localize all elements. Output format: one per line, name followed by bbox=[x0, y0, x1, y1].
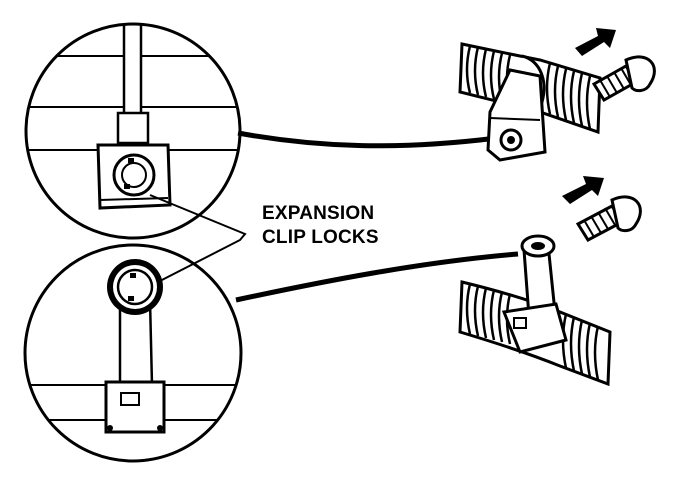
top-screw-head bbox=[624, 55, 656, 93]
top-clip-block-edge bbox=[489, 117, 541, 121]
bottom-clip-slot-3d bbox=[513, 317, 527, 329]
top-hose-ribs bbox=[465, 45, 592, 130]
top-detail-content bbox=[26, 24, 240, 210]
bottom-clip-rivet-2 bbox=[157, 425, 163, 431]
bottom-screw bbox=[575, 195, 642, 242]
bottom-clip-base-3d bbox=[501, 302, 568, 354]
top-clip-arm bbox=[122, 24, 143, 122]
callout-line-2: CLIP LOCKS bbox=[262, 227, 379, 248]
bottom-lock-tab-2 bbox=[128, 296, 134, 301]
bottom-clip-ring-inner bbox=[116, 268, 154, 306]
callout-pointer bbox=[149, 194, 247, 283]
bottom-hose-ribs bbox=[465, 283, 600, 381]
top-detail-circle bbox=[24, 22, 242, 240]
bottom-lock-tab-1 bbox=[130, 273, 136, 278]
expansion-clip-locks-callout: EXPANSION CLIP LOCKS bbox=[262, 202, 422, 250]
top-clip-neck bbox=[116, 111, 150, 145]
top-direction-arrow bbox=[575, 28, 616, 56]
bottom-detail-circle bbox=[23, 243, 243, 463]
bottom-detail-content bbox=[25, 259, 241, 434]
leader-lines bbox=[149, 130, 519, 303]
bottom-clip-slot bbox=[120, 392, 140, 406]
bottom-arrow-icon bbox=[562, 176, 604, 204]
bottom-clip-rivet-1 bbox=[107, 425, 113, 431]
bottom-clip-base bbox=[104, 380, 166, 434]
top-screw bbox=[591, 55, 656, 103]
bottom-screw-head bbox=[610, 195, 642, 233]
top-arrow-icon bbox=[575, 28, 616, 56]
bottom-clip-assembly bbox=[458, 234, 612, 387]
bottom-direction-arrow bbox=[562, 176, 604, 204]
bottom-zoom-connector bbox=[235, 251, 519, 303]
top-zoom-connector bbox=[237, 130, 498, 149]
callout-line-1: EXPANSION bbox=[262, 203, 375, 224]
top-lock-tab-1 bbox=[128, 158, 134, 163]
top-lock-tab-2 bbox=[124, 184, 130, 189]
bottom-clip-ring-3d-hole bbox=[531, 242, 545, 250]
top-clip-assembly bbox=[458, 42, 602, 162]
top-clip-screw-hole-center bbox=[507, 136, 515, 144]
bottom-screw-threads bbox=[583, 207, 616, 238]
bottom-detail-border bbox=[23, 243, 243, 463]
